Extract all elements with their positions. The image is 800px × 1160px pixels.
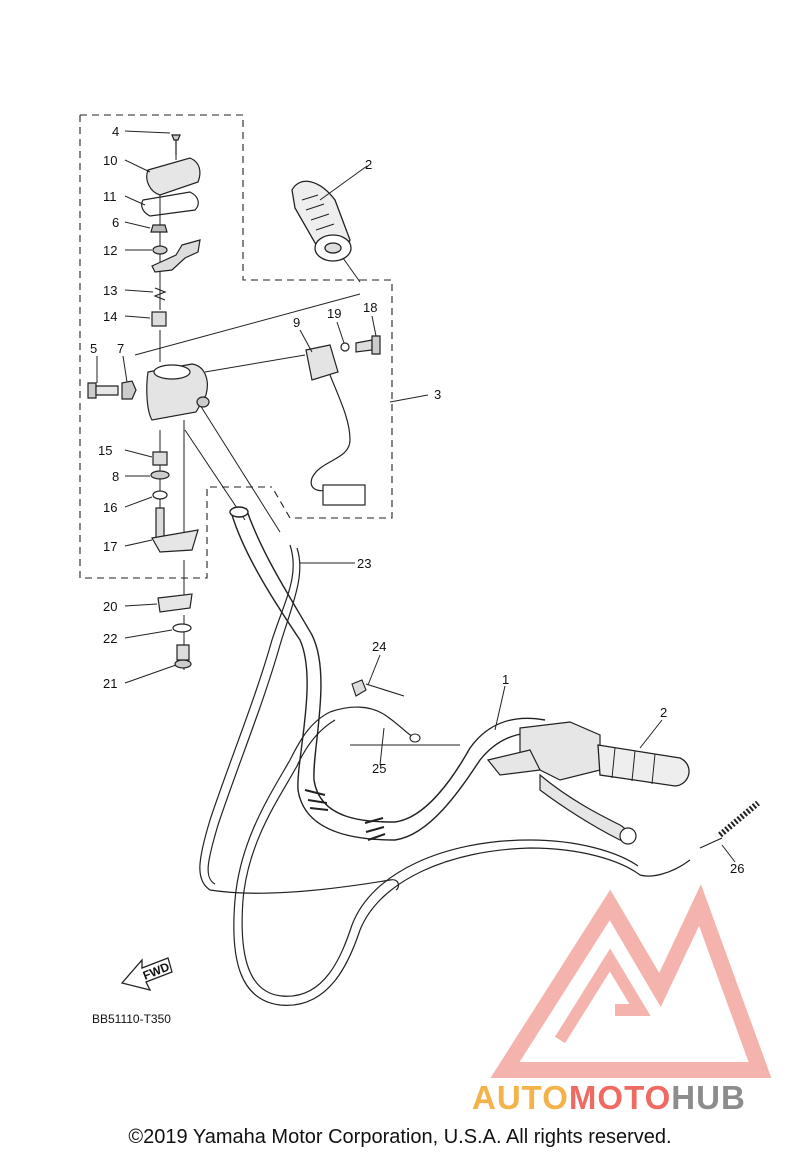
callout-12: 12 — [103, 243, 117, 258]
throttle-assembly — [87, 134, 210, 669]
diagram-code: BB51110-T350 — [92, 1012, 171, 1026]
callout-15: 15 — [98, 443, 112, 458]
callout-2-lower: 2 — [660, 705, 667, 720]
leader-lines — [134, 135, 460, 746]
callout-7: 7 — [117, 341, 124, 356]
watermark-moto: MOTO — [568, 1079, 672, 1116]
callout-25: 25 — [372, 761, 386, 776]
callout-21: 21 — [103, 676, 117, 691]
callout-18: 18 — [363, 300, 377, 315]
callout-4: 4 — [112, 124, 119, 139]
grip-upper — [291, 180, 361, 283]
throttle-group-box — [80, 114, 360, 281]
callout-26: 26 — [730, 861, 744, 876]
switch-group-box — [271, 279, 393, 519]
callout-14: 14 — [103, 309, 117, 324]
brake-cable — [233, 711, 691, 1006]
callout-6: 6 — [112, 215, 119, 230]
callout-11: 11 — [103, 189, 117, 204]
callout-5: 5 — [90, 341, 97, 356]
callout-8: 8 — [112, 469, 119, 484]
handlebar — [229, 506, 546, 841]
callout-23: 23 — [357, 556, 371, 571]
callout-2-upper: 2 — [365, 157, 372, 172]
watermark-logo — [490, 884, 772, 1078]
fwd-label: FWD — [141, 959, 172, 982]
callout-3: 3 — [434, 387, 441, 402]
callout-19: 19 — [327, 306, 341, 321]
callout-13: 13 — [103, 283, 117, 298]
callout-labels: 4 10 11 6 12 13 14 5 7 15 8 16 17 20 22 … — [90, 124, 744, 876]
grip-lower — [597, 744, 690, 787]
watermark-hub: HUB — [671, 1079, 746, 1116]
watermark-auto: AUTO — [472, 1079, 569, 1116]
callout-9: 9 — [293, 315, 300, 330]
group-boxes — [79, 114, 393, 579]
callout-16: 16 — [103, 500, 117, 515]
throttle-cable — [199, 544, 400, 894]
callout-24: 24 — [372, 639, 386, 654]
switch-assembly — [305, 335, 381, 506]
callout-20: 20 — [103, 599, 117, 614]
callout-10: 10 — [103, 153, 117, 168]
brake-lever-assembly — [486, 721, 637, 845]
watermark-brand: AUTOMOTOHUB — [472, 1079, 746, 1117]
callout-leaders — [96, 130, 736, 863]
callout-17: 17 — [103, 539, 117, 554]
copyright-notice: ©2019 Yamaha Motor Corporation, U.S.A. A… — [128, 1126, 672, 1148]
cables — [199, 544, 691, 1006]
callout-1: 1 — [502, 672, 509, 687]
small-parts — [351, 679, 760, 849]
callout-22: 22 — [103, 631, 117, 646]
fwd-arrow-icon: FWD — [120, 957, 173, 991]
